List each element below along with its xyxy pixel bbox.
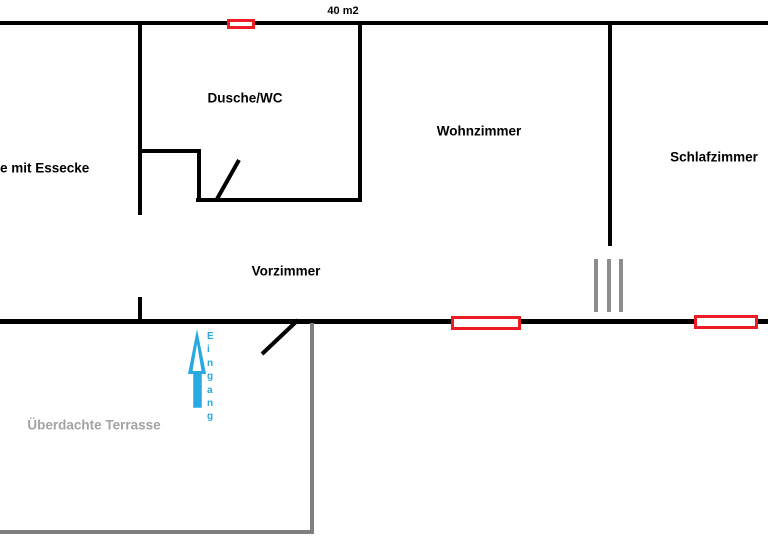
entrance-label-vertical: Eingang [207, 331, 214, 423]
wall-kueche-dusche-divider [138, 21, 142, 215]
entrance-arrow-icon [188, 329, 206, 408]
room-label-wohnzimmer: Wohnzimmer [436, 123, 522, 139]
room-label-schlafzimmer: Schlafzimmer [670, 149, 758, 165]
entrance-arrow-head-inner [192, 344, 202, 371]
wall-dusche-right [358, 21, 362, 202]
window-marker-schlafzimmer [694, 315, 758, 329]
room-label-dusche-wc: Dusche/WC [207, 90, 283, 106]
terrace-outline-right [310, 323, 314, 534]
entrance-door-swing-line [260, 318, 300, 356]
wall-dusche-inner-vertical [197, 149, 201, 202]
sliding-door-line-1 [594, 259, 598, 312]
dusche-door-swing-line [215, 159, 241, 200]
sliding-door-line-3 [619, 259, 623, 312]
room-label-vorzimmer: Vorzimmer [251, 263, 321, 279]
wall-top-exterior [0, 21, 768, 25]
area-label: 40 m2 [327, 5, 359, 17]
window-marker-vorzimmer [451, 316, 521, 330]
room-label-terrasse: Überdachte Terrasse [27, 417, 161, 433]
terrace-outline-bottom [0, 530, 314, 534]
entrance-arrow-shaft [193, 371, 202, 408]
window-marker-top [227, 19, 255, 29]
wall-wohnzimmer-schlafzimmer-divider [608, 21, 612, 246]
wall-stub-vorzimmer [138, 297, 142, 321]
wall-main-horizontal [0, 319, 768, 324]
wall-dusche-bottom [196, 198, 362, 202]
wall-dusche-inner-horizontal [138, 149, 201, 153]
sliding-door-line-2 [607, 259, 611, 312]
room-label-kueche: e mit Essecke [0, 160, 90, 176]
